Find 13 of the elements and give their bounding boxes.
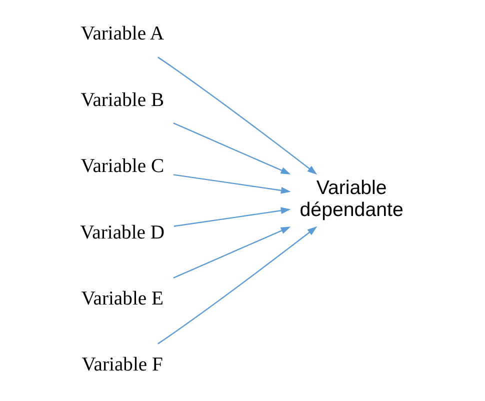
node-text: Variable D [80,222,165,244]
arrow [158,226,318,344]
node-text: Variable F [82,354,163,376]
arrow [173,226,291,279]
arrow [158,56,318,175]
node-text: Variable A [80,24,164,45]
node-text: Variable dépendante [300,177,404,222]
node-text: Variable B [80,90,164,111]
arrow [173,122,291,174]
arrow [173,174,291,194]
arrow [174,207,291,227]
node-text: Variable C [80,156,164,178]
node-text: Variable E [81,288,164,310]
